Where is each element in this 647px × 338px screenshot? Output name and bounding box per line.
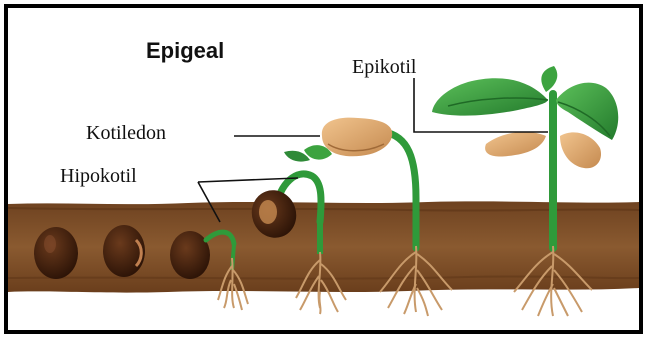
leaf-right xyxy=(556,83,618,140)
diagram-frame: Epigeal Epikotil Kotiledon Hipokotil xyxy=(4,4,643,334)
leaf-left xyxy=(432,78,548,115)
diagram-title: Epigeal xyxy=(146,38,224,64)
cotyledon-left xyxy=(485,132,546,157)
label-kotiledon: Kotiledon xyxy=(86,122,166,145)
seed-dormant-1 xyxy=(34,227,78,279)
label-hipokotil: Hipokotil xyxy=(60,165,137,188)
hipokotil-leader-2 xyxy=(198,178,298,182)
seed-dormant-2 xyxy=(103,225,145,277)
label-epikotil: Epikotil xyxy=(352,56,416,79)
cotyledon-right xyxy=(560,132,601,168)
